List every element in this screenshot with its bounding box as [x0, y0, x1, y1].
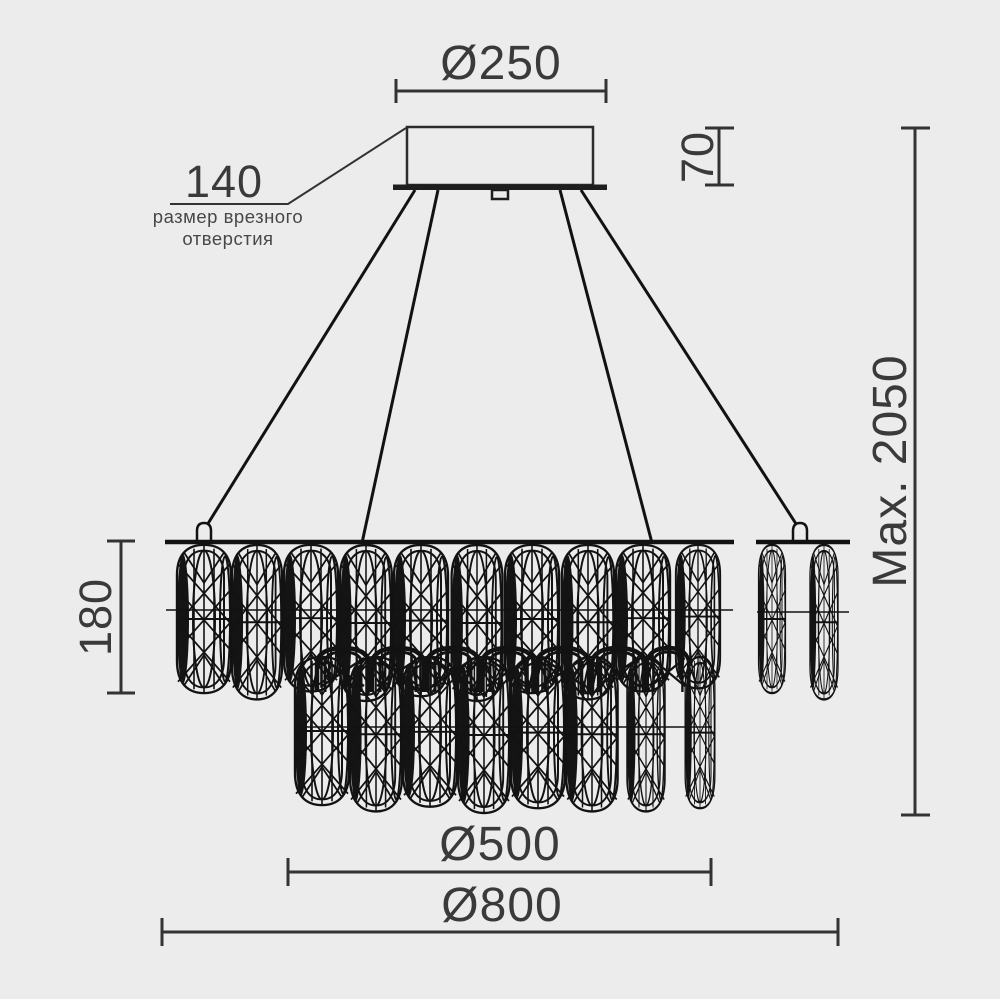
- crystal: [757, 543, 787, 695]
- cable: [558, 189, 654, 544]
- cable: [360, 189, 440, 544]
- dim-canopy-height: 70: [672, 126, 734, 187]
- chandelier: [165, 189, 850, 815]
- callout-cutout-hole: 140 размер врезного отверстия: [153, 127, 407, 249]
- suspension-cables: [202, 189, 802, 544]
- crystal: [175, 543, 233, 695]
- leader-line: [170, 127, 407, 205]
- dim-canopy-diameter-label: Ø250: [440, 37, 561, 90]
- crystal: [230, 543, 284, 701]
- ceiling-canopy: [393, 125, 607, 201]
- crystal: [565, 655, 619, 813]
- canopy-connector: [490, 188, 510, 201]
- dim-inner-diameter: Ø500: [286, 818, 713, 886]
- crystal: [401, 655, 459, 808]
- dim-tier-height: 180: [70, 539, 135, 695]
- cutout-hole-label: 140: [185, 156, 263, 207]
- dim-inner-diameter-label: Ø500: [439, 818, 560, 871]
- dim-max-height: Max. 2050: [864, 126, 930, 817]
- crystal: [456, 655, 512, 815]
- canopy-body: [405, 125, 595, 187]
- hook-icon: [195, 521, 213, 541]
- crystal: [808, 543, 840, 701]
- crystal: [348, 655, 404, 813]
- cutout-note-line2: отверстия: [182, 228, 273, 249]
- crystal: [683, 655, 717, 810]
- canopy-base-plate: [393, 184, 607, 190]
- crystal: [509, 655, 567, 810]
- dim-outer-diameter: Ø800: [160, 879, 840, 946]
- dim-canopy-diameter: Ø250: [394, 37, 608, 103]
- dim-max-height-label: Max. 2050: [864, 354, 917, 587]
- dim-outer-diameter-label: Ø800: [441, 879, 562, 932]
- crystal: [282, 543, 340, 693]
- dim-canopy-height-label: 70: [672, 131, 723, 183]
- cable: [579, 189, 802, 531]
- cable: [202, 189, 417, 531]
- cutout-note-line1: размер врезного: [153, 206, 303, 227]
- crystal: [625, 655, 667, 813]
- hook-icon: [791, 521, 809, 541]
- crystal: [293, 655, 351, 807]
- dim-tier-height-label: 180: [70, 578, 121, 656]
